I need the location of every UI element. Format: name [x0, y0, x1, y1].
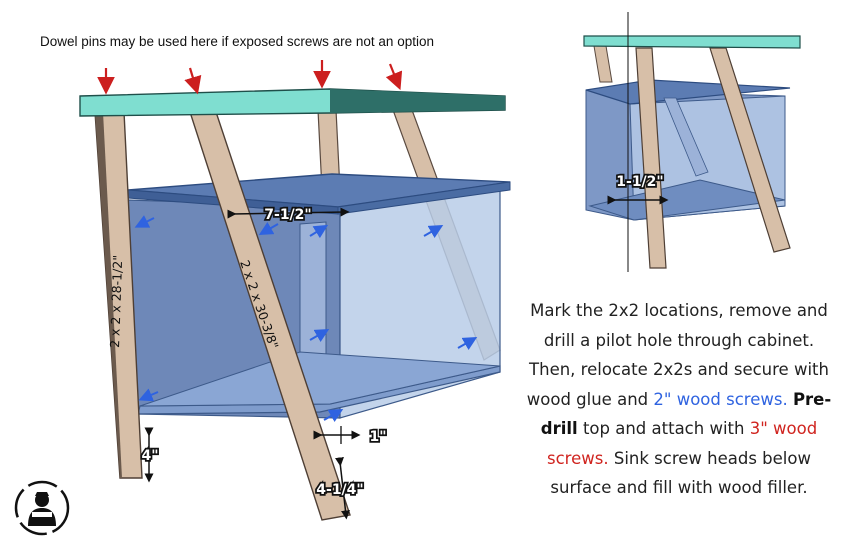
inset-front-leg-right	[709, 47, 791, 253]
instructions-p1: Mark the 2x2 locations, remove and drill…	[526, 301, 829, 409]
inset-inner-post	[663, 97, 709, 177]
front-leg-left-side	[95, 112, 122, 478]
leg-left-label: 2 x 2 x 28-1/2"	[107, 255, 125, 348]
table-top-dark	[330, 89, 505, 113]
red-down-arrow-icon	[385, 63, 403, 91]
main-view: 2 x 2 x 28-1/2" 2 x 2 x 30-3/8" 7-1/2" 1…	[79, 60, 511, 521]
bottom-414-dim-line	[335, 457, 350, 520]
blue-screw-arrow-icon	[309, 224, 329, 239]
instructions-p2-rest: top and attach with	[582, 419, 745, 438]
depth-dim-line	[227, 207, 350, 219]
inset-dim-label: 1"	[369, 429, 386, 445]
inset-cabinet-top	[585, 79, 791, 105]
instructions-3in-screws: 3" wood screws.	[547, 419, 818, 468]
blue-screw-arrow-icon	[258, 221, 279, 235]
inset-cabinet-floor	[588, 179, 786, 221]
depth-dim-label: 7-1/2"	[264, 207, 311, 223]
cabinet-floor	[139, 351, 501, 407]
inset-view: 1-1/2"	[583, 12, 801, 272]
red-down-arrow-icon	[184, 67, 202, 95]
inset-back-leg	[593, 45, 613, 83]
blue-screw-arrow-icon	[309, 329, 330, 343]
bottom-4-dim-label: 4"	[141, 448, 158, 464]
blue-screw-arrow-icon	[138, 388, 159, 402]
woodworker-logo-icon	[14, 480, 70, 536]
blue-screw-arrow-icon	[134, 215, 155, 228]
blue-screw-arrow-icon	[423, 225, 444, 239]
inset-front-leg-left	[635, 47, 667, 269]
inset-table-top	[583, 35, 801, 49]
instructions-text: Mark the 2x2 locations, remove and drill…	[524, 296, 834, 503]
blue-screw-arrow-icon	[323, 409, 344, 423]
bottom-414-dim-label: 4-1/4"	[316, 482, 363, 498]
instructions-p3-rest: Sink screw heads below surface and fill …	[550, 448, 811, 498]
blue-screw-arrow-icon	[457, 337, 478, 351]
instructions-predrill: Pre-drill	[540, 389, 832, 439]
dowel-pins-note: Dowel pins may be used here if exposed s…	[40, 34, 434, 49]
inset-offset-dim-label: 1-1/2"	[616, 174, 663, 190]
instructions-2in-screws: 2" wood screws.	[653, 389, 788, 409]
